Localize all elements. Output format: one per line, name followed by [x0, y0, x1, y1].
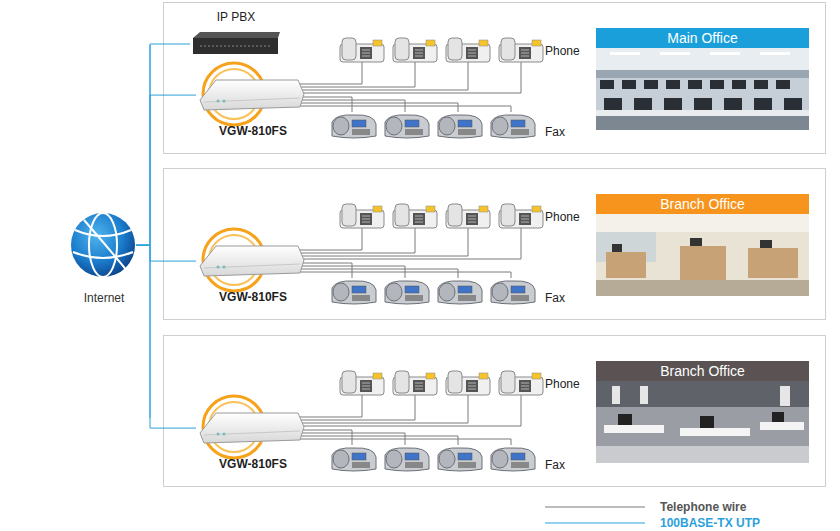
node-label: Branch Office: [596, 361, 809, 381]
node-label: VGW-810FS: [196, 290, 310, 304]
legend-text: Telephone wire: [660, 500, 746, 514]
legend-sample: [545, 523, 645, 524]
device-label: Fax: [545, 458, 565, 472]
device-label: Phone: [545, 210, 580, 224]
office-panel: Branch Office: [596, 194, 809, 296]
utp-connector: [136, 44, 190, 245]
node-label: IP PBX: [190, 10, 282, 24]
device-label: Phone: [545, 44, 580, 58]
utp-connector: [136, 245, 196, 428]
voip-gateway: VGW-810FS: [196, 230, 310, 304]
utp-connector: [136, 245, 196, 261]
ip-pbx: IP PBX: [190, 8, 282, 58]
voip-gateway: VGW-810FS: [196, 397, 310, 471]
voip-gateway: VGW-810FS: [196, 64, 310, 138]
node-label: Main Office: [596, 28, 809, 48]
legend-text: 100BASE-TX UTP: [660, 516, 760, 530]
legend-sample: [545, 507, 645, 508]
node-label: Branch Office: [596, 194, 809, 214]
internet-globe: Internet: [68, 210, 140, 305]
device-label: Phone: [545, 377, 580, 391]
node-label: VGW-810FS: [196, 457, 310, 471]
node-label: Internet: [68, 291, 140, 305]
utp-connector: [136, 95, 196, 245]
device-label: Fax: [545, 125, 565, 139]
device-label: Fax: [545, 291, 565, 305]
node-label: VGW-810FS: [196, 124, 310, 138]
office-panel: Main Office: [596, 28, 809, 130]
office-panel: Branch Office: [596, 361, 809, 463]
